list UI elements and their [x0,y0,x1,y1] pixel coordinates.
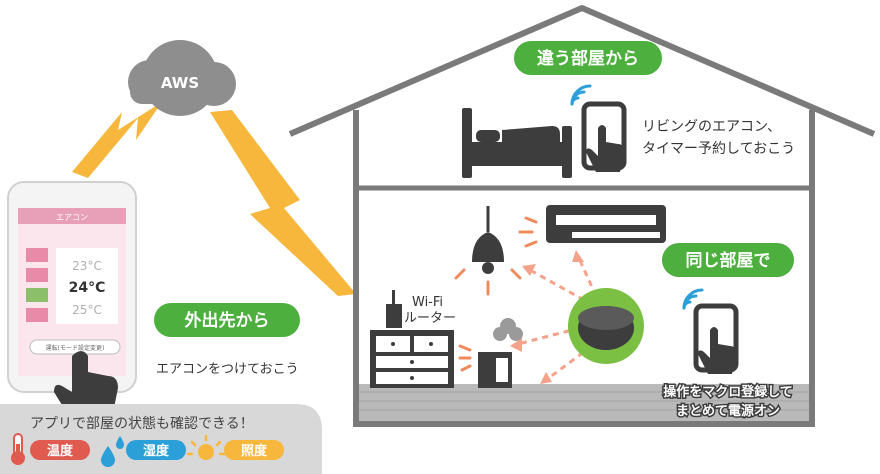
humidifier-icon [478,318,523,388]
router-label-line1: Wi-Fi [412,295,443,310]
app-run-button: 運転(モード設定変更) [46,344,105,352]
hub-arrow-heads [510,250,584,384]
humidifier-rays [458,344,472,372]
svg-text:違う部屋から: 違う部屋から [537,48,639,69]
light-bulb-icon [186,434,226,460]
macro-caption-line2: まとめて電源オン [676,403,780,419]
lamp-rays [454,268,522,296]
outside-caption: エアコンをつけておこう [156,362,299,377]
temp-option-high: 25°C [72,303,102,317]
downstairs-badge: 同じ部屋で [662,243,794,277]
temp-option-low: 23°C [72,259,102,273]
pointing-hand-icon [54,351,118,418]
house-wall [353,110,815,427]
wifi-icon-upstairs [570,84,592,106]
smartphone-hand-icon-upstairs [581,101,627,172]
aws-cloud-icon: AWS [128,40,236,116]
wifi-icon-downstairs [682,288,704,310]
svg-text:外出先から: 外出先から [185,310,270,331]
sensor-illuminance-label: 照度 [241,443,268,459]
ceiling-lamp-icon [472,206,504,274]
hub-signal-arrows [517,255,598,382]
air-conditioner-icon [546,205,666,243]
smartphone-app: エアコン 23°C 24°C 25°C 運転(モード設定変更) [7,181,137,418]
sensor-humidity-label: 湿度 [143,443,170,459]
upstairs-badge: 違う部屋から [514,41,662,75]
upstairs-caption-line1: リビングのエアコン、 [642,119,781,135]
thermometer-icon [11,433,25,465]
water-drop-icon [101,436,124,467]
temp-option-current: 24°C [69,280,106,296]
dresser-icon [370,330,454,388]
sensor-panel-title: アプリで部屋の状態も確認できる！ [30,416,254,432]
floor-stripe [359,384,809,421]
macro-caption-line1: 操作をマクロ登録して [663,384,793,400]
sensor-temperature-label: 温度 [47,443,74,459]
upstairs-caption-line2: タイマー予約しておこう [642,141,795,157]
smart-remote-hub [568,288,644,364]
outside-badge: 外出先から [154,303,300,337]
lightning-bolt-left [72,102,162,178]
smartphone-hand-icon-downstairs [693,303,739,374]
sensor-panel: アプリで部屋の状態も確認できる！ 温度 湿度 照 [0,404,322,474]
svg-text:同じ部屋で: 同じ部屋で [686,250,771,271]
aircon-rays [518,216,538,248]
wifi-router-icon [386,290,402,328]
house-roof [288,5,876,137]
house [288,5,876,427]
router-label-line2: ルーター [404,311,456,326]
bed-icon [462,108,572,178]
lightning-bolt-right [210,110,356,296]
app-header-title: エアコン [56,213,88,222]
aws-label: AWS [161,74,199,92]
